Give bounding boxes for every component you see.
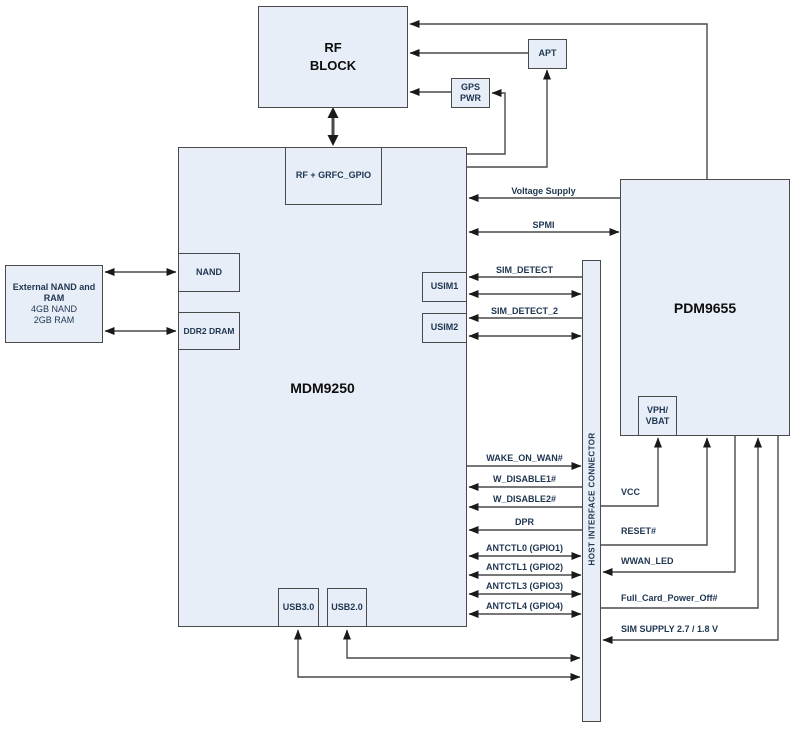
nand-label: NAND bbox=[196, 266, 222, 277]
usb3-block: USB3.0 bbox=[278, 588, 319, 627]
connector-full-card-power-off bbox=[601, 437, 762, 609]
mdm9250-block: MDM9250 bbox=[178, 147, 467, 627]
usim1-block: USIM1 bbox=[422, 272, 467, 302]
connector-sim-supply bbox=[602, 436, 779, 644]
signal-label-spmi: SPMI bbox=[532, 220, 555, 230]
rf-grfc-gpio-block: RF + GRFC_GPIO bbox=[285, 147, 382, 205]
external-memory-title: External NAND and RAM bbox=[12, 281, 96, 303]
signal-label-voltage-supply: Voltage Supply bbox=[511, 186, 576, 196]
signal-label-dpr: DPR bbox=[514, 517, 534, 527]
signal-label-vcc: VCC bbox=[621, 487, 641, 497]
apt-block: APT bbox=[528, 39, 567, 69]
rf-grfc-gpio-label: RF + GRFC_GPIO bbox=[295, 170, 372, 181]
mdm9250-label: MDM9250 bbox=[290, 380, 355, 396]
signal-label-w-disable2: W_DISABLE2# bbox=[492, 494, 556, 504]
gps-pwr-label: GPS PWR bbox=[460, 81, 481, 103]
signal-label-wwan-led: WWAN_LED bbox=[621, 556, 674, 566]
usb2-label: USB2.0 bbox=[331, 601, 363, 612]
external-memory-block: External NAND and RAM 4GB NAND 2GB RAM bbox=[5, 265, 103, 343]
signal-label-w-disable1: W_DISABLE1# bbox=[492, 474, 556, 484]
host-interface-connector-label: HOST INTERFACE CONNECTOR bbox=[587, 432, 596, 566]
gps-pwr-block: GPS PWR bbox=[451, 78, 490, 108]
rf-block-label: RF BLOCK bbox=[309, 40, 357, 73]
connector-usb3 bbox=[294, 629, 581, 681]
vph-vbat-block: VPH/ VBAT bbox=[638, 396, 677, 436]
signal-label-antctl1: ANTCTL1 (GPIO2) bbox=[485, 562, 563, 572]
signal-label-sim-supply: SIM SUPPLY 2.7 / 1.8 V bbox=[621, 624, 719, 634]
external-memory-nand-size: 4GB NAND bbox=[30, 303, 77, 314]
signal-label-antctl0: ANTCTL0 (GPIO1) bbox=[485, 543, 563, 553]
ddr2-dram-label: DDR2 DRAM bbox=[183, 325, 235, 336]
connector-usb2 bbox=[343, 629, 581, 662]
signal-label-reset: RESET# bbox=[621, 526, 657, 536]
ddr2-dram-block: DDR2 DRAM bbox=[178, 312, 240, 350]
signal-label-sim-detect: SIM_DETECT bbox=[495, 265, 553, 275]
usim2-block: USIM2 bbox=[422, 313, 467, 343]
rf-block: RF BLOCK bbox=[258, 6, 408, 108]
host-interface-connector: HOST INTERFACE CONNECTOR bbox=[582, 260, 601, 722]
signal-label-full-card-power-off: Full_Card_Power_Off# bbox=[621, 593, 718, 603]
signal-label-antctl3: ANTCTL3 (GPIO3) bbox=[485, 581, 563, 591]
nand-block: NAND bbox=[178, 253, 240, 292]
signal-label-sim-detect-2: SIM_DETECT_2 bbox=[490, 306, 559, 316]
rf-mdm-arrowheads bbox=[327, 107, 339, 146]
connector-wwan-led bbox=[602, 436, 736, 576]
apt-label: APT bbox=[538, 48, 557, 59]
usb2-block: USB2.0 bbox=[327, 588, 367, 627]
usb3-label: USB3.0 bbox=[282, 601, 315, 612]
external-memory-ram-size: 2GB RAM bbox=[33, 314, 75, 325]
signal-label-wake-on-wan: WAKE_ON_WAN# bbox=[486, 453, 563, 463]
pdm9655-label: PDM9655 bbox=[673, 299, 737, 316]
usim1-label: USIM1 bbox=[430, 281, 459, 292]
usim2-label: USIM2 bbox=[430, 322, 459, 333]
signal-label-antctl4: ANTCTL4 (GPIO4) bbox=[485, 601, 563, 611]
pdm9655-block: PDM9655 bbox=[620, 179, 790, 436]
vph-vbat-label: VPH/ VBAT bbox=[645, 404, 670, 426]
